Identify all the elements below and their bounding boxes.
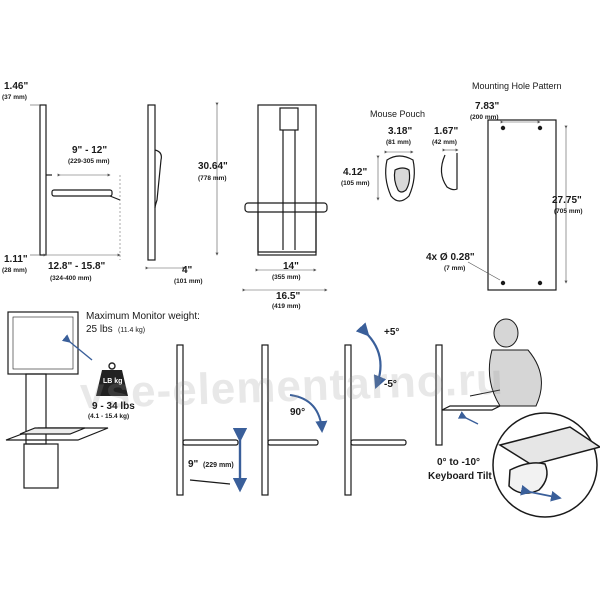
mouse-pouch-title: Mouse Pouch — [370, 109, 426, 119]
monitor-range-kg: (4.1 - 15.4 kg) — [88, 413, 130, 420]
lift-mm: (229 mm) — [203, 462, 234, 469]
pouch-depth-mm: (42 mm) — [432, 139, 457, 146]
screen-range-mm: (229-305 mm) — [68, 158, 110, 165]
overall-width-mm: (419 mm) — [272, 303, 301, 310]
mount-height-in: 27.75" — [552, 195, 582, 206]
stand-base — [23, 443, 59, 489]
keyboard-range-in: 12.8" - 15.8" — [48, 261, 106, 272]
rotate-angle: 90° — [290, 407, 306, 418]
front-view — [215, 102, 328, 292]
max-weight-value: 25 lbs — [86, 324, 113, 335]
keyboard-tilt-label: Keyboard Tilt — [428, 471, 492, 482]
bottom-depth-mm: (28 mm) — [2, 267, 27, 274]
max-weight-label: Maximum Monitor weight: — [86, 311, 200, 322]
tilt-down: -5° — [384, 379, 397, 390]
monitor — [7, 311, 79, 375]
weight-icon — [96, 362, 128, 396]
pouch-width-mm: (81 mm) — [386, 139, 411, 146]
zoom-circle-icon — [492, 412, 600, 518]
mounting-pattern-view — [467, 119, 568, 291]
weight-icon-text: LB kg — [103, 378, 123, 385]
tilt-up: +5° — [384, 327, 400, 338]
mouse-pouch-view — [376, 148, 459, 202]
folded-wall-rail — [147, 104, 156, 261]
hole-size-mm: (7 mm) — [444, 265, 466, 272]
front-bracket — [279, 107, 299, 131]
lift-in: 9" — [188, 459, 199, 470]
hole-size-in: 4x Ø 0.28" — [426, 252, 475, 263]
side-wall-rail — [39, 104, 47, 256]
keyboard-range-mm: (324-400 mm) — [50, 275, 92, 282]
pouch-width-in: 3.18" — [388, 126, 413, 137]
mount-width-mm: (200 mm) — [470, 114, 499, 121]
tray-width-in: 14" — [283, 261, 299, 272]
monitor-range: 9 - 34 lbs — [92, 401, 135, 412]
top-depth-in: 1.46" — [4, 81, 29, 92]
mount-width-in: 7.83" — [475, 101, 500, 112]
side-keyboard-tray — [51, 189, 113, 197]
tilt-view — [344, 322, 407, 496]
mount-height-mm: (705 mm) — [554, 208, 583, 215]
side-folded-view — [145, 104, 186, 270]
mounting-title: Mounting Hole Pattern — [472, 81, 562, 91]
lift-view — [176, 344, 248, 496]
person-icon — [469, 318, 542, 407]
keyboard-tilt-range: 0° to -10° — [437, 457, 481, 468]
top-depth-mm: (37 mm) — [2, 94, 27, 101]
workstation-iso-view — [5, 311, 109, 489]
pouch-height-mm: (105 mm) — [341, 180, 370, 187]
pouch-front — [385, 155, 415, 202]
pouch-height-in: 4.12" — [343, 167, 368, 178]
max-weight-kg: (11.4 kg) — [118, 327, 146, 334]
overall-width-in: 16.5" — [276, 291, 301, 302]
front-height-in: 30.64" — [198, 161, 228, 172]
folded-depth-in: 4" — [182, 265, 193, 276]
folded-depth-mm: (101 mm) — [174, 278, 203, 285]
bottom-depth-in: 1.11" — [4, 254, 28, 265]
mount-plate — [487, 119, 557, 291]
pouch-depth-in: 1.67" — [434, 126, 459, 137]
front-keyboard-tray — [244, 202, 328, 213]
side-profile-view — [30, 104, 121, 260]
front-panel — [257, 104, 317, 256]
screen-range-in: 9" - 12" — [72, 145, 108, 156]
rotate-view — [261, 344, 328, 496]
front-height-mm: (778 mm) — [198, 175, 227, 182]
pouch-side — [440, 153, 458, 191]
tray-width-mm: (355 mm) — [272, 274, 301, 281]
